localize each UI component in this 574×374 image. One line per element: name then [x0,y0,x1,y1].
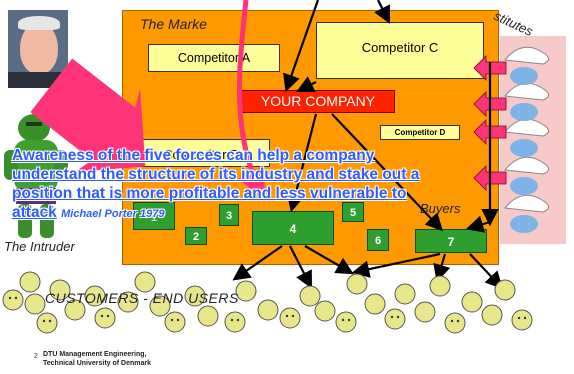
buyers-label: Buyers [420,201,461,216]
intruder-arrow [30,58,146,173]
green-box-2: 2 [185,227,207,245]
portrait-photo [8,10,68,88]
competitor-a-box: Competitor A [148,44,280,72]
supplier-arrow [236,0,265,199]
customers-label: CUSTOMERS - END USERS [45,290,239,306]
green-box-5: 5 [342,202,364,222]
footer-line-2: Technical University of Denmark [43,360,152,367]
footer-institution: DTU Management Engineering, Technical Un… [43,350,151,368]
quote-attack-word: attack [12,204,57,221]
quote-citation: Michael Porter 1979 [61,208,165,220]
green-box-4: 4 [252,211,334,245]
quote-line-4: attack Michael Porter 1979 [12,203,542,224]
market-title: The Marke [140,16,207,32]
competitor-c-box: Competitor C [316,22,484,79]
flow-arrows [232,0,504,290]
page-number: 2 [34,353,38,360]
quote-line-2: understand the structure of its industry… [12,166,420,183]
smiley-faces [8,296,527,323]
smurf-substitutes [500,36,566,244]
green-box-3: 3 [219,204,239,226]
porter-quote: Awareness of the five forces can help a … [12,146,542,224]
quote-line-3: position that is more profitable and les… [12,185,407,202]
green-box-6: 6 [367,229,389,251]
portrait-hair [18,16,60,30]
quote-line-1: Awareness of the five forces can help a … [12,147,375,164]
hulk-intruder-figure [4,114,68,238]
competitor-d-box: Competitor D [380,125,460,140]
intruder-label: The Intruder [4,239,75,254]
portrait-face [20,22,58,74]
your-company-box: YOUR COMPANY [241,90,395,113]
customer-smileys [2,271,533,334]
green-box-7: 7 [415,229,487,253]
footer-line-1: DTU Management Engineering, [43,351,147,358]
green-box-1: 1 [133,202,175,230]
